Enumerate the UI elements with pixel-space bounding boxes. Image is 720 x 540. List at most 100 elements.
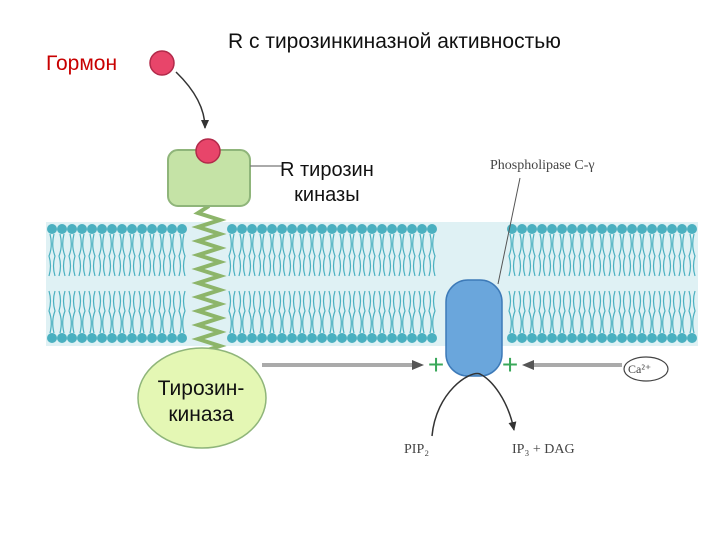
lipid-head-lower	[107, 333, 117, 343]
lipid-head-lower	[577, 333, 587, 343]
lipid-tail-upper	[238, 233, 246, 277]
lipid-tail-upper	[278, 233, 286, 277]
lipid-tail-lower	[318, 290, 326, 334]
lipid-tail-upper	[408, 233, 416, 277]
diagram-title: R с тирозинкиназной активностью	[228, 30, 561, 53]
lipid-tail-upper	[318, 233, 326, 277]
lipid-tail-upper	[68, 233, 76, 277]
lipid-head-upper	[127, 224, 137, 234]
lipid-head-lower	[57, 333, 67, 343]
lipid-tail-lower	[178, 290, 186, 334]
lipid-head-upper	[367, 224, 377, 234]
lipid-head-upper	[667, 224, 677, 234]
lipid-tail-upper	[58, 233, 66, 277]
lipid-tail-lower	[558, 290, 566, 334]
lipid-head-upper	[87, 224, 97, 234]
lipid-tail-lower	[408, 290, 416, 334]
lipid-tail-lower	[688, 290, 696, 334]
receptor-label-line1: R тирозин	[280, 159, 374, 181]
lipid-head-lower	[667, 333, 677, 343]
lipid-tail-lower	[548, 290, 556, 334]
lipid-head-upper	[647, 224, 657, 234]
lipid-head-upper	[517, 224, 527, 234]
lipid-tail-upper	[228, 233, 236, 277]
lipid-tail-lower	[588, 290, 596, 334]
lipid-head-lower	[507, 333, 517, 343]
bound-hormone	[195, 138, 221, 164]
lipid-head-upper	[57, 224, 67, 234]
lipid-tail-lower	[248, 290, 256, 334]
lipid-head-upper	[257, 224, 267, 234]
lipid-tail-lower	[48, 290, 56, 334]
lipid-head-upper	[267, 224, 277, 234]
lipid-tail-lower	[228, 290, 236, 334]
lipid-tail-lower	[278, 290, 286, 334]
lipid-head-upper	[277, 224, 287, 234]
lipid-tail-upper	[648, 233, 656, 277]
lipid-tail-upper	[548, 233, 556, 277]
pip2-label: PIP₂	[404, 442, 430, 457]
lipid-tail-upper	[248, 233, 256, 277]
lipid-tail-lower	[388, 290, 396, 334]
lipid-tail-upper	[328, 233, 336, 277]
lipid-head-upper	[427, 224, 437, 234]
lipid-tail-lower	[308, 290, 316, 334]
lipid-head-upper	[617, 224, 627, 234]
lipid-head-upper	[407, 224, 417, 234]
lipid-head-lower	[67, 333, 77, 343]
lipid-head-lower	[517, 333, 527, 343]
lipid-head-upper	[157, 224, 167, 234]
lipid-head-lower	[137, 333, 147, 343]
lipid-head-upper	[47, 224, 57, 234]
lipid-head-upper	[547, 224, 557, 234]
lipid-head-lower	[387, 333, 397, 343]
lipid-tail-upper	[598, 233, 606, 277]
lipid-head-upper	[567, 224, 577, 234]
lipid-head-upper	[527, 224, 537, 234]
lipid-head-lower	[267, 333, 277, 343]
lipid-tail-upper	[558, 233, 566, 277]
lipid-head-lower	[177, 333, 187, 343]
lipid-head-upper	[287, 224, 297, 234]
lipid-head-lower	[237, 333, 247, 343]
kinase-label-line2: киназа	[168, 403, 234, 426]
membrane-background	[46, 222, 698, 346]
lipid-tail-lower	[118, 290, 126, 334]
lipid-tail-lower	[418, 290, 426, 334]
lipid-head-upper	[417, 224, 427, 234]
lipid-head-upper	[587, 224, 597, 234]
lipid-head-upper	[227, 224, 237, 234]
lipid-tail-upper	[158, 233, 166, 277]
lipid-head-lower	[417, 333, 427, 343]
lipid-tail-lower	[538, 290, 546, 334]
ca-arrow-head	[522, 360, 534, 370]
lipid-head-lower	[87, 333, 97, 343]
lipid-tail-upper	[168, 233, 176, 277]
lipid-head-lower	[357, 333, 367, 343]
lipid-head-lower	[327, 333, 337, 343]
lipid-head-lower	[657, 333, 667, 343]
lipid-head-upper	[317, 224, 327, 234]
lipid-tail-lower	[258, 290, 266, 334]
lipid-tail-lower	[98, 290, 106, 334]
lipid-tail-lower	[238, 290, 246, 334]
lipid-head-upper	[537, 224, 547, 234]
lipid-tail-lower	[168, 290, 176, 334]
lipid-head-lower	[367, 333, 377, 343]
lipid-head-lower	[377, 333, 387, 343]
lipid-head-upper	[137, 224, 147, 234]
kinase-label-line1: Тирозин-	[157, 377, 245, 400]
lipid-head-upper	[177, 224, 187, 234]
lipid-tail-upper	[628, 233, 636, 277]
lipid-head-lower	[277, 333, 287, 343]
lipid-tail-upper	[528, 233, 536, 277]
ca-label: Ca²⁺	[628, 362, 652, 376]
lipid-tail-upper	[148, 233, 156, 277]
lipid-head-upper	[557, 224, 567, 234]
lipid-head-lower	[427, 333, 437, 343]
lipid-tail-upper	[688, 233, 696, 277]
lipid-head-upper	[327, 224, 337, 234]
hormone-molecule	[149, 50, 175, 76]
